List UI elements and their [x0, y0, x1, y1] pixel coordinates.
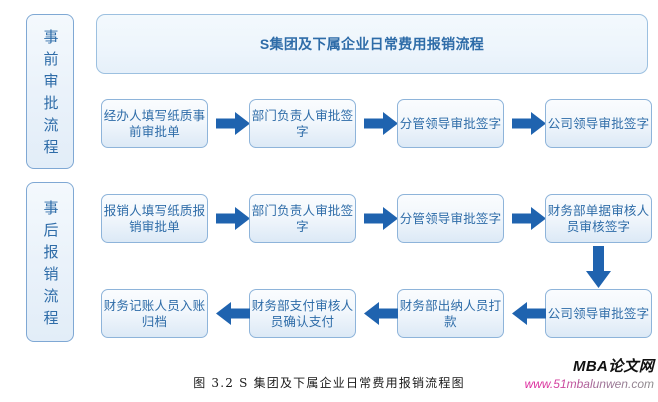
node-reimb-3: 分管领导审批签字	[397, 194, 504, 243]
node-reimb-1-label: 报销人填写纸质报销审批单	[103, 203, 206, 234]
node-reimb-4: 财务部单据审核人员审核签字	[545, 194, 652, 243]
arrow-reimb-4-down	[586, 246, 611, 288]
node-reimb-2: 部门负责人审批签字	[249, 194, 356, 243]
node-payout-1: 财务记账人员入账归档	[101, 289, 208, 338]
watermark: MBA论文网 www.51mbalunwen.com	[510, 358, 654, 392]
node-reimb-4-label: 财务部单据审核人员审核签字	[547, 203, 650, 234]
node-reimb-2-label: 部门负责人审批签字	[251, 203, 354, 234]
band-post-reimbursement: 事后报销流程	[26, 182, 74, 342]
figure-caption: 图 3.2 S 集团及下属企业日常费用报销流程图	[193, 376, 465, 390]
arrow-payout-2-to-1	[216, 302, 250, 325]
node-reimb-3-label: 分管领导审批签字	[399, 211, 502, 226]
watermark-url: www.51mbalunwen.com	[510, 377, 654, 392]
arrow-payout-3-to-2	[364, 302, 398, 325]
arrow-payout-4-to-3	[512, 302, 546, 325]
arrow-pre-3-to-4	[512, 112, 546, 135]
node-payout-1-label: 财务记账人员入账归档	[103, 298, 206, 329]
node-payout-3-label: 财务部出纳人员打款	[399, 298, 502, 329]
node-pre-4-label: 公司领导审批签字	[547, 116, 650, 131]
arrow-reimb-3-to-4	[512, 207, 546, 230]
band-pre-approval-label: 事前审批流程	[41, 29, 59, 161]
node-payout-4: 公司领导审批签字	[545, 289, 652, 338]
node-payout-3: 财务部出纳人员打款	[397, 289, 504, 338]
band-pre-approval: 事前审批流程	[26, 14, 74, 169]
node-pre-4: 公司领导审批签字	[545, 99, 652, 148]
arrow-reimb-2-to-3	[364, 207, 398, 230]
watermark-brand: MBA论文网	[573, 358, 654, 375]
node-reimb-1: 报销人填写纸质报销审批单	[101, 194, 208, 243]
flowchart-title-box: S集团及下属企业日常费用报销流程	[96, 14, 648, 74]
node-pre-1-label: 经办人填写纸质事前审批单	[103, 108, 206, 139]
node-payout-4-label: 公司领导审批签字	[547, 306, 650, 321]
arrow-pre-2-to-3	[364, 112, 398, 135]
band-post-reimbursement-label: 事后报销流程	[41, 199, 59, 332]
node-pre-2: 部门负责人审批签字	[249, 99, 356, 148]
node-pre-1: 经办人填写纸质事前审批单	[101, 99, 208, 148]
flowchart-title-text: S集团及下属企业日常费用报销流程	[259, 36, 485, 52]
arrow-reimb-1-to-2	[216, 207, 250, 230]
node-payout-2: 财务部支付审核人员确认支付	[249, 289, 356, 338]
arrow-pre-1-to-2	[216, 112, 250, 135]
node-payout-2-label: 财务部支付审核人员确认支付	[251, 298, 354, 329]
node-pre-2-label: 部门负责人审批签字	[251, 108, 354, 139]
node-pre-3: 分管领导审批签字	[397, 99, 504, 148]
node-pre-3-label: 分管领导审批签字	[399, 116, 502, 131]
